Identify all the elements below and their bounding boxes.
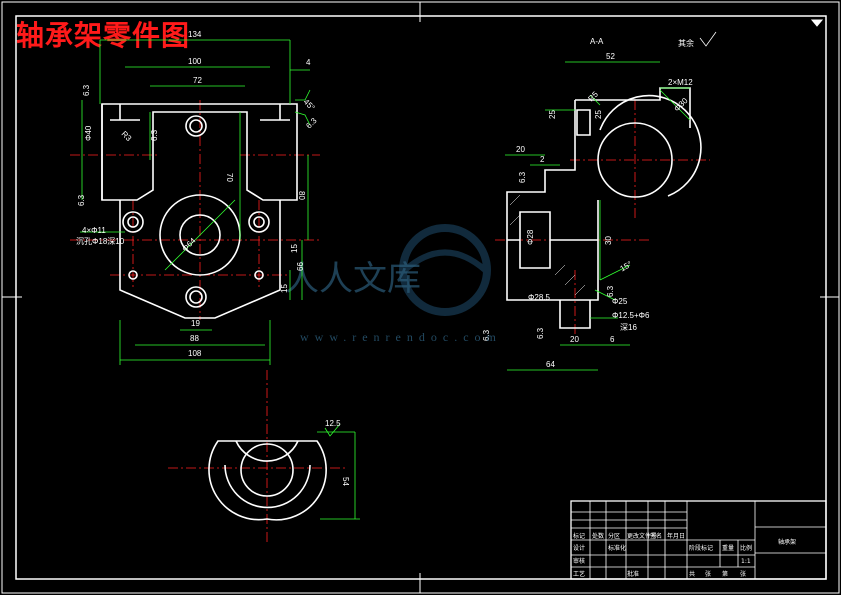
tb-cell-count: 处数 [592,532,604,540]
tb-cell-approve: 批准 [627,570,639,578]
watermark-logo [399,224,491,316]
tb-cell-ratio: 比例 [740,544,752,552]
dim-25-a: 25 [548,110,557,119]
tb-cell-date: 年月日 [667,532,685,540]
dim-134: 134 [188,30,202,39]
dim-100: 100 [188,57,202,66]
roughness-6-3-a: 6.3 [82,84,91,96]
dim-88: 88 [190,334,199,343]
tb-row-review: 审核 [573,557,585,565]
note-counterbore: 沉孔Φ18深10 [76,237,125,246]
dim-r5: R5 [586,89,600,103]
tb-cell-stage: 阶段标记 [689,544,713,552]
dim-4: 4 [306,58,311,67]
tb-cell-sheets-a: 张 [705,570,711,578]
top-view: 12.5 54 [168,370,360,545]
dim-25-b: 25 [594,110,603,119]
dim-phi25: Φ25 [612,297,628,306]
section-view: A-A 其余 52 2×M12 25 25 R5 20 2 6.3 Φ28 30… [482,31,717,371]
dim-66: 66 [296,262,305,271]
dim-15deg: 15° [619,259,634,273]
dim-phi28: Φ28 [526,229,535,245]
tb-cell-std: 标准化 [608,544,626,552]
dim-19: 19 [191,319,200,328]
dim-20-b: 20 [570,335,579,344]
dim-45deg: 45° [302,97,317,112]
note-4-holes: 4×Φ11 [82,226,106,235]
tb-cell-change: 更改文件号 [627,532,657,540]
tb-cell-zone: 分区 [608,532,620,540]
roughness-6-3-h: 6.3 [536,327,545,339]
dim-r3: R3 [120,129,134,143]
dim-2: 2 [540,155,545,164]
dim-15-b: 15 [290,244,299,253]
roughness-6-3-g: 6.3 [482,329,491,341]
dim-phi40: Φ40 [84,125,93,141]
dim-72: 72 [193,76,202,85]
dim-108: 108 [188,349,202,358]
section-label: A-A [590,37,604,46]
note-depth16: 深16 [620,323,637,332]
roughness-12-5: 12.5 [325,419,341,428]
roughness-6-3-f: 6.3 [606,285,615,297]
watermark-url: www.renrendoc.com [300,330,502,344]
surface-note: 其余 [678,38,694,48]
title-block [570,500,827,580]
roughness-6-3-d: 6.3 [150,129,159,141]
dim-6: 6 [610,335,615,344]
dim-2xm12: 2×M12 [668,78,693,87]
tb-row-mark: 标记 [573,532,585,540]
dim-20-a: 20 [516,145,525,154]
watermark-text: 人人文库 [285,259,421,299]
tb-cell-sign: 签名 [650,532,662,540]
dim-30: 30 [604,236,613,245]
dim-15-a: 15 [280,284,289,293]
tb-row-design: 设计 [573,544,585,552]
tb-cell-weight: 重量 [722,544,734,552]
dim-52: 52 [606,52,615,61]
dim-phi30: Φ30 [672,96,690,114]
sheet-title: 轴承架零件图 [16,19,191,52]
tb-cell-no: 第 [722,570,728,578]
dim-64: 64 [546,360,555,369]
tb-cell-sheets-b: 张 [740,570,746,578]
tb-scale: 1:1 [741,558,751,565]
note-holes: Φ12.5+Φ6 [612,311,650,320]
dim-phi28-5: Φ28.5 [528,293,551,302]
dim-phi64: Φ64 [180,236,198,254]
tb-cell-total: 共 [689,570,695,578]
tb-row-process: 工艺 [573,570,585,578]
dim-80: 80 [297,191,306,200]
dim-54: 54 [341,477,350,486]
tb-part-name: 轴承架 [778,538,796,546]
dim-70: 70 [225,173,234,182]
roughness-6-3-e: 6.3 [518,171,527,183]
front-view: 134 100 72 4 6.3 Φ40 70 80 66 15 15 108 … [70,30,320,365]
roughness-6-3-b: 6.3 [77,194,86,206]
